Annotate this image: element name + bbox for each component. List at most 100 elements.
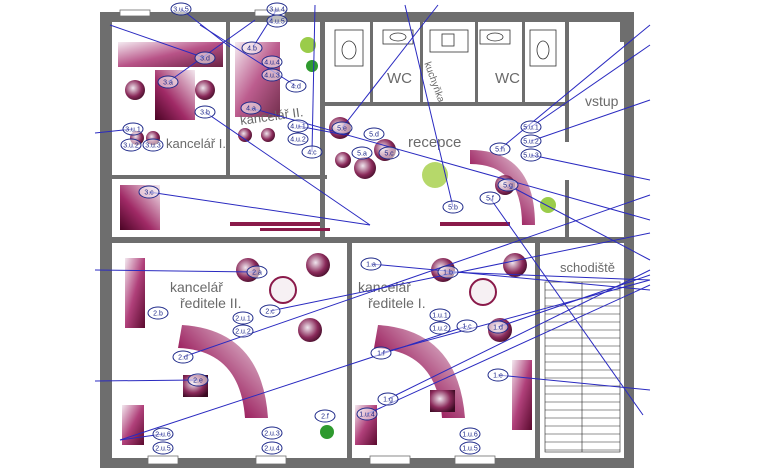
tag-ellipse [232, 311, 254, 325]
tag-marker: 5.u.2 [520, 134, 542, 148]
tag-ellipse [363, 127, 385, 141]
tag-label: 1.u.5 [462, 446, 478, 453]
tag-label: 5.b [448, 205, 458, 212]
tag-label: 2.a [252, 270, 262, 277]
tag-label: 2.u.5 [155, 446, 171, 453]
tag-label: 2.u.2 [235, 329, 251, 336]
tag-ellipse [479, 191, 501, 205]
room-label-office-1: kancelář I. [166, 136, 226, 151]
tag-ellipse [370, 346, 392, 360]
tag-ellipse [351, 146, 373, 160]
tag-ellipse [356, 407, 378, 421]
tag-label: 5.e [337, 126, 347, 133]
tag-label: 3.c [144, 190, 154, 197]
tag-ellipse [152, 441, 174, 455]
room-label-reception: recepce [408, 134, 461, 151]
callout-line [404, 4, 454, 208]
tag-label: 2.d [178, 355, 188, 362]
callout-line [269, 232, 651, 312]
tag-ellipse [261, 426, 283, 440]
tag-marker: 5.b [442, 200, 464, 214]
tag-ellipse [429, 308, 451, 322]
walls [100, 12, 634, 468]
callout-line [341, 4, 439, 129]
tag-marker: 4.c [301, 145, 323, 159]
tag-marker: 2.u.2 [232, 324, 254, 338]
tag-ellipse [456, 319, 478, 333]
tag-marker: 3.a [157, 75, 179, 89]
tag-marker: 1.u.4 [356, 407, 378, 421]
tag-marker: 3.b [194, 105, 216, 119]
tag-ellipse [142, 138, 164, 152]
tag-marker: 2.d [172, 350, 194, 364]
tag-marker: 2.u.1 [232, 311, 254, 325]
callout-line [530, 99, 651, 142]
tag-label: 1.u.2 [432, 326, 448, 333]
tag-label: 2.u.4 [264, 446, 280, 453]
tag-ellipse [147, 306, 169, 320]
tag-marker: 1.f [370, 346, 392, 360]
room-label-director-1-line2: ředitele I. [368, 295, 426, 311]
tag-marker: 4.u.4 [261, 55, 283, 69]
stair-steps [545, 289, 620, 451]
tag-label: 5.u.3 [523, 153, 539, 160]
tag-marker: 1.u.6 [459, 427, 481, 441]
tag-marker: 2.b [147, 306, 169, 320]
tag-label: 4.b [247, 46, 257, 53]
tag-label: 5.h [495, 147, 505, 154]
callout-line [370, 263, 651, 291]
callout-line [182, 194, 651, 358]
tag-ellipse [157, 75, 179, 89]
tag-label: 3.a [163, 80, 173, 87]
tag-label: 3.b [200, 110, 210, 117]
callout-line [366, 284, 651, 415]
tag-marker: 3.u.5 [170, 2, 192, 16]
tag-ellipse [232, 324, 254, 338]
tag-ellipse [172, 350, 194, 364]
tag-ellipse [152, 427, 174, 441]
stairs [544, 281, 621, 453]
callout-line [167, 19, 256, 83]
tag-marker: 5.h [489, 142, 511, 156]
tag-ellipse [331, 121, 353, 135]
tag-ellipse [261, 441, 283, 455]
tag-ellipse [285, 79, 307, 93]
tag-marker: 3.u.4 [266, 2, 288, 16]
tag-marker: 4.u.3 [261, 68, 283, 82]
tag-label: 1.b [443, 270, 453, 277]
tag-ellipse [487, 320, 509, 334]
tag-label: 4.u.1 [290, 124, 306, 131]
tag-label: 5.c [384, 151, 394, 158]
callout-line [109, 24, 206, 59]
tag-label: 2.u.6 [155, 432, 171, 439]
tag-marker: 3.c [138, 185, 160, 199]
tag-marker: 2.e [187, 373, 209, 387]
tag-ellipse [287, 132, 309, 146]
tag-marker: 5.u.3 [520, 148, 542, 162]
tag-label: 4.d [291, 84, 301, 91]
tag-ellipse [487, 368, 509, 382]
tag-ellipse [120, 138, 142, 152]
callout-line [119, 325, 468, 441]
tag-label: 5.f [486, 196, 494, 203]
tag-label: 2.b [153, 311, 163, 318]
room-label-director-2-line1: kancelář [170, 279, 223, 295]
tag-label: 4.u.3 [264, 73, 280, 80]
tag-marker: 5.e [331, 121, 353, 135]
tag-marker: 4.b [241, 41, 263, 55]
room-label-director-2-line2: ředitele II. [180, 295, 241, 311]
tag-label: 1.a [366, 262, 376, 269]
tag-ellipse [122, 122, 144, 136]
tag-ellipse [261, 55, 283, 69]
tag-ellipse [429, 321, 451, 335]
tag-label: 2.f [321, 414, 329, 421]
tag-ellipse [314, 409, 336, 423]
callout-line [311, 4, 316, 153]
room-label-wc-2: WC [495, 70, 520, 87]
tag-label: 1.c [462, 324, 472, 331]
tag-ellipse [437, 265, 459, 279]
tag-label: 3.u.5 [173, 7, 189, 14]
callout-line [250, 107, 651, 221]
tag-label: 5.g [503, 183, 513, 190]
tag-label: 1.u.1 [432, 313, 448, 320]
